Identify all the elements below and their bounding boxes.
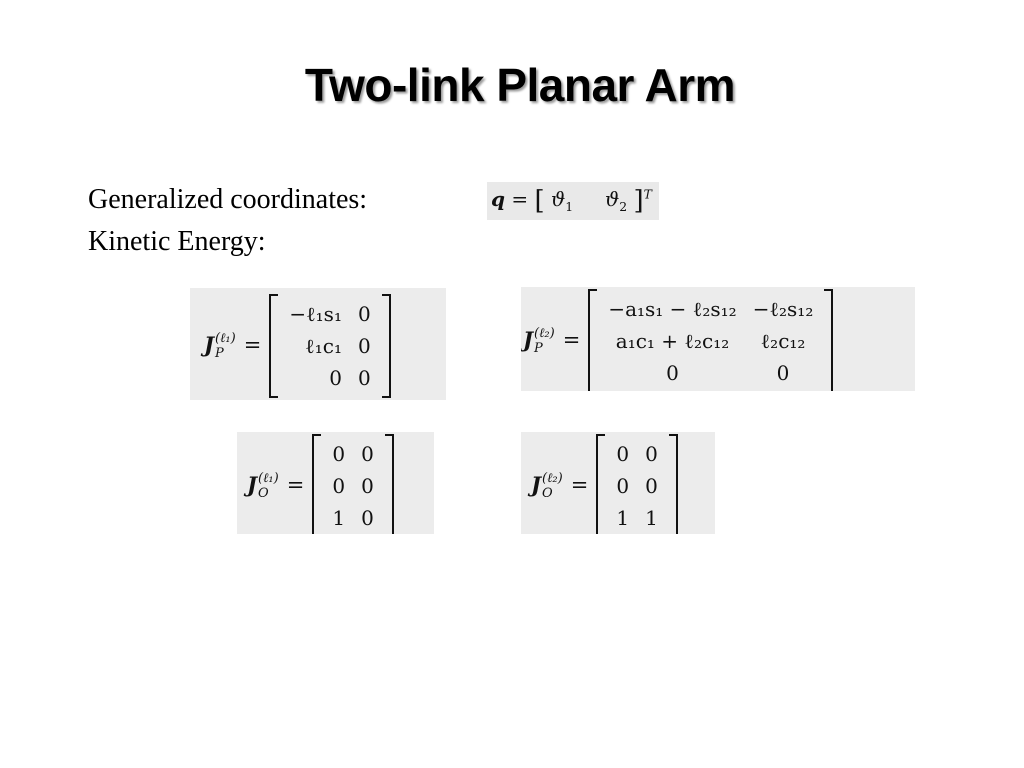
jo1-cell: 0 [332,442,346,466]
jo1-matrix: 0 0 0 0 1 0 [312,434,394,534]
jo1-cell: 0 [361,506,374,530]
jp1-cell: 0 [357,366,371,390]
jp2-equation: J(ℓ₂)P= −a₁s₁ − ℓ₂s₁₂ −ℓ₂s₁₂ a₁c₁ + ℓ₂c₁… [521,287,915,391]
jp1-cell: 0 [329,366,342,390]
jo1-cell: 0 [361,474,374,498]
q-equals: = [511,187,529,211]
jp2-cell: a₁c₁ + ℓ₂c₁₂ [615,328,730,353]
kinetic-energy-label: Kinetic Energy: [88,226,266,257]
generalized-coordinates-label: Generalized coordinates: [88,184,368,215]
jp2-cell: −ℓ₂s₁₂ [752,296,814,321]
q-entry-2: ϑ [604,187,620,211]
jo1-equation: J(ℓ₁)O= 0 0 0 0 1 0 [237,432,434,534]
jo2-cell: 0 [616,474,630,498]
jp1-cell: −ℓ₁s₁ [289,301,342,326]
q-symbol: q [491,187,505,211]
jp1-cell: ℓ₁c₁ [305,333,342,358]
jo1-lhs: J(ℓ₁)O= [247,471,305,502]
jo2-lhs: J(ℓ₂)O= [531,471,589,502]
jp2-cell: −a₁s₁ − ℓ₂s₁₂ [608,296,737,321]
jp1-cell: 0 [357,334,371,358]
q-vector-equation: q = [ ϑ1 ϑ2 ]T [487,182,659,220]
jp1-lhs: J(ℓ₁)P= [204,331,262,362]
q-entry-2-sub: 2 [619,199,628,214]
q-entry-1: ϑ [550,187,566,211]
jo1-cell: 1 [332,506,346,530]
jo2-cell: 1 [616,506,630,530]
jp2-lhs: J(ℓ₂)P= [523,326,581,357]
jo2-cell: 0 [645,442,658,466]
jo2-cell: 1 [645,506,658,530]
jp2-cell: 0 [666,361,679,385]
q-transpose: T [643,186,652,202]
jp1-cell: 0 [357,302,371,326]
jo2-equation: J(ℓ₂)O= 0 0 0 0 1 1 [521,432,715,534]
jp2-cell: ℓ₂c₁₂ [760,328,806,353]
jo2-matrix: 0 0 0 0 1 1 [596,434,678,534]
jp1-matrix: −ℓ₁s₁ 0 ℓ₁c₁ 0 0 0 [269,294,391,398]
jo1-cell: 0 [332,474,346,498]
jo2-cell: 0 [616,442,630,466]
jo1-cell: 0 [361,442,374,466]
jp2-cell: 0 [776,361,790,385]
slide-title: Two-link Planar Arm [304,59,736,111]
jo2-cell: 0 [645,474,658,498]
jp1-equation: J(ℓ₁)P= −ℓ₁s₁ 0 ℓ₁c₁ 0 0 0 [190,288,446,400]
q-entry-1-sub: 1 [565,199,574,214]
jp2-matrix: −a₁s₁ − ℓ₂s₁₂ −ℓ₂s₁₂ a₁c₁ + ℓ₂c₁₂ ℓ₂c₁₂ … [588,289,834,391]
